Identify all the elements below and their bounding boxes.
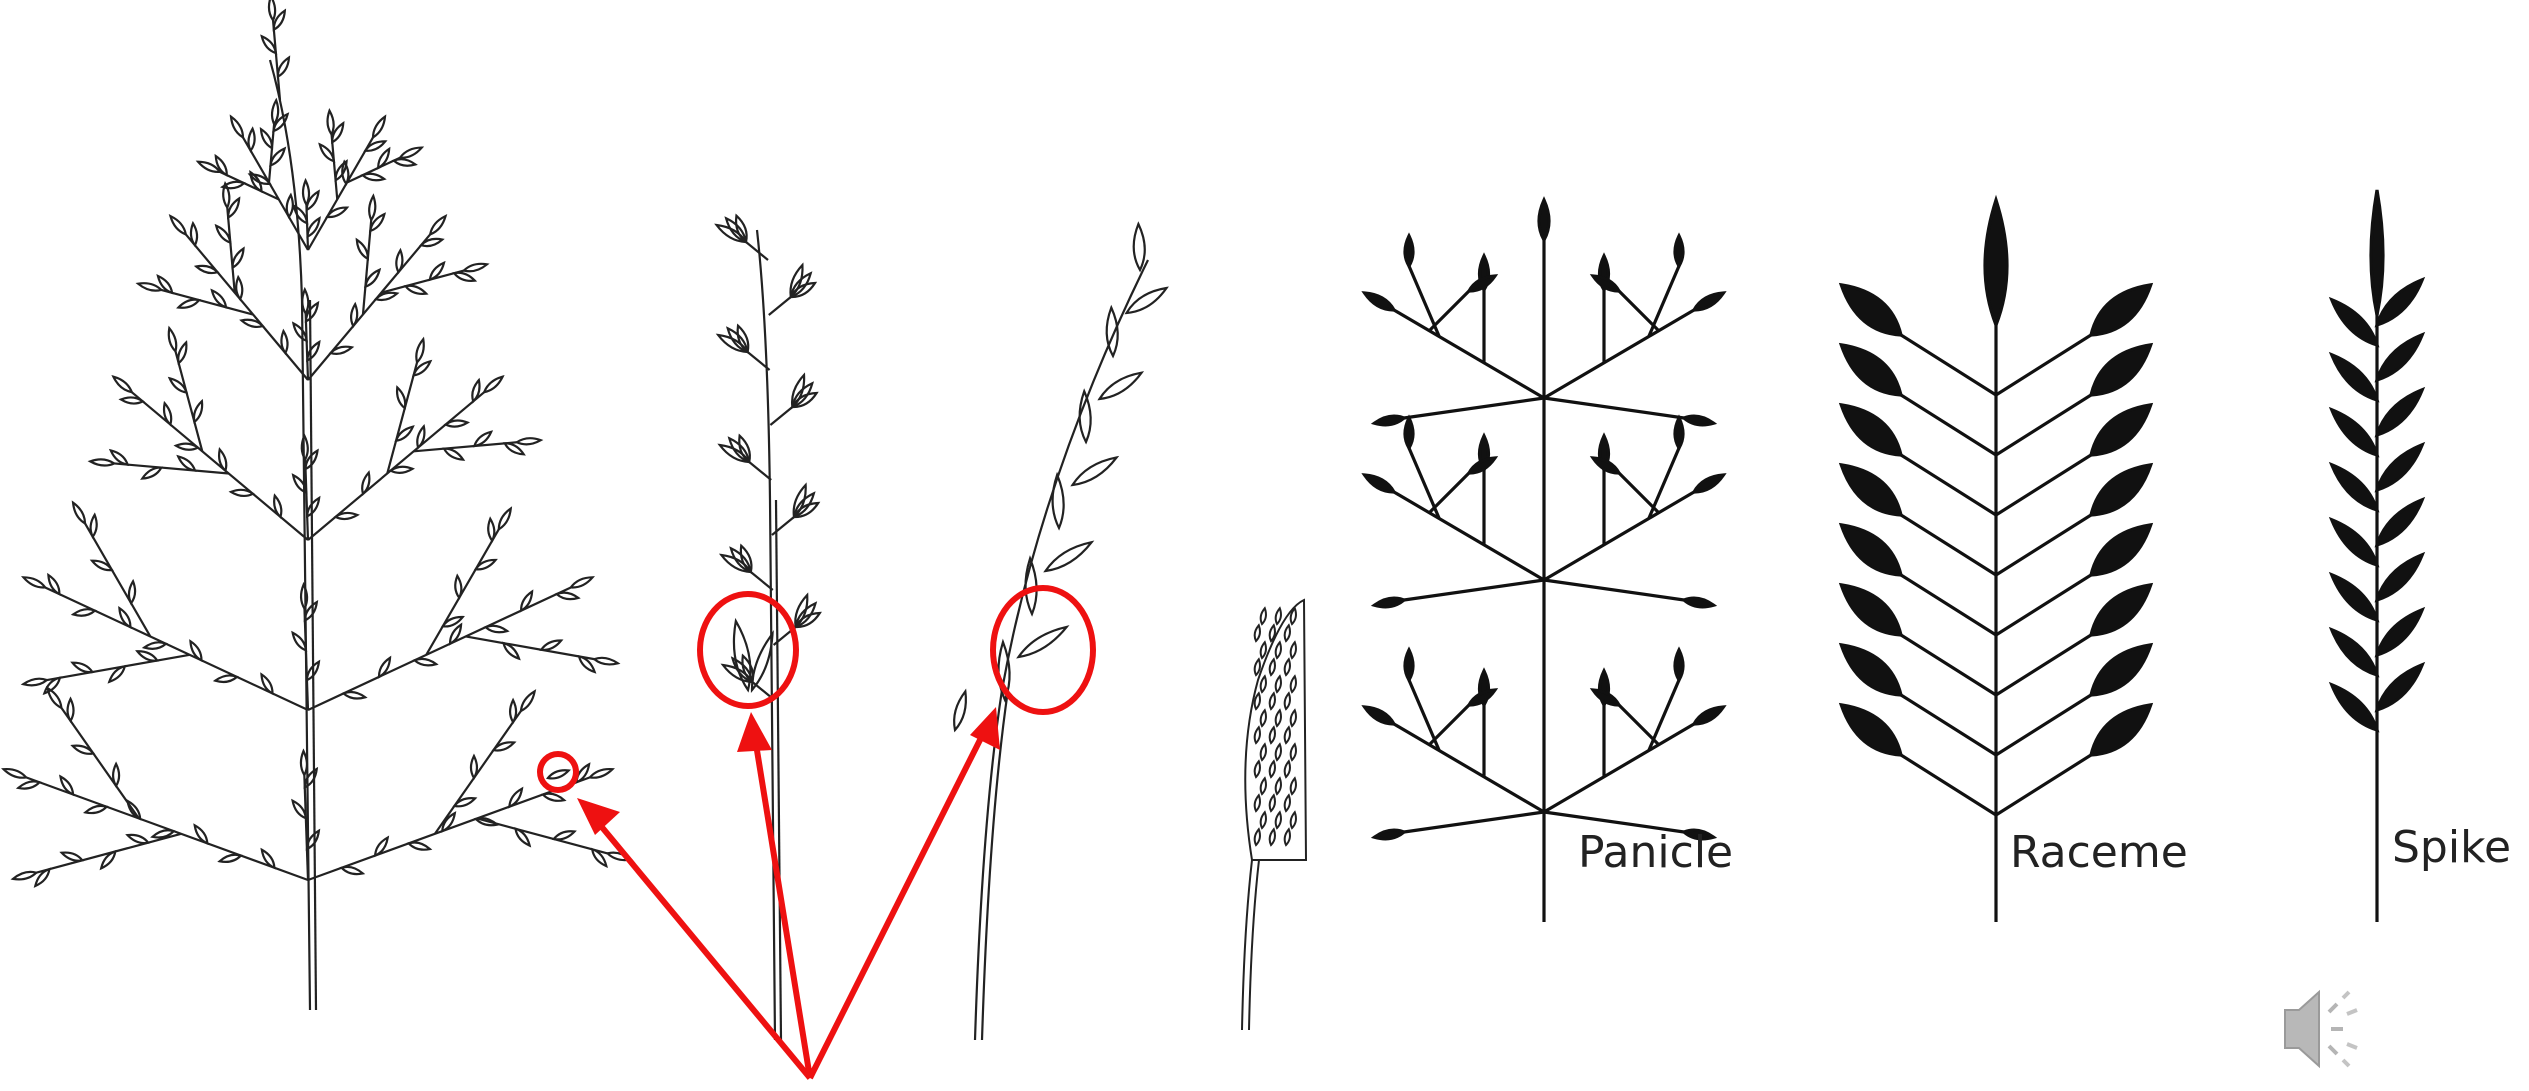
panicle-spikelet xyxy=(1405,418,1413,448)
panicle-spikelet xyxy=(1675,650,1683,680)
panicle-spikelet xyxy=(1405,650,1413,680)
panicle-spikelet xyxy=(1405,236,1413,266)
spike-tip-spikelet xyxy=(2371,190,2383,315)
panicle-tip-spikelet xyxy=(1539,200,1549,240)
panicle-spikelet xyxy=(1675,236,1683,266)
panicle-label: Panicle xyxy=(1578,827,1733,878)
raceme-label: Raceme xyxy=(2010,827,2188,878)
spike-label: Spike xyxy=(2392,822,2511,873)
panicle-spikelet xyxy=(1675,418,1683,448)
